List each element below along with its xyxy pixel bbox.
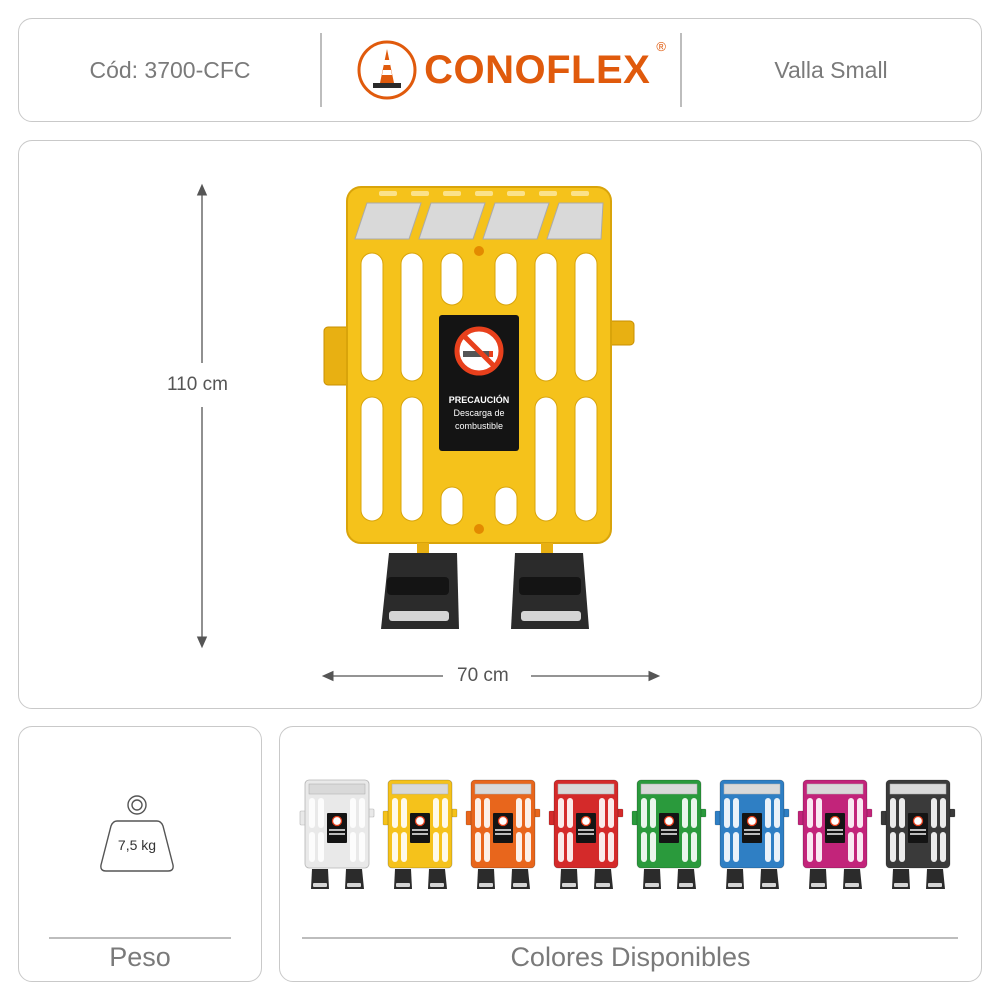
caption-divider	[49, 937, 231, 939]
color-swatch	[714, 779, 790, 889]
no-smoking-icon	[454, 326, 504, 376]
color-swatch	[465, 779, 541, 889]
sign-line-3: combustible	[455, 421, 503, 431]
width-label: 70 cm	[457, 665, 509, 687]
barrier-illustration: PRECAUCIÓN Descarga de combustible	[323, 186, 635, 629]
color-swatch	[299, 779, 375, 889]
colors-caption: Colores Disponibles	[510, 942, 751, 972]
caption-divider	[302, 937, 958, 939]
header-divider	[680, 33, 682, 107]
weight-caption: Peso	[109, 942, 171, 972]
color-swatch	[382, 779, 458, 889]
color-swatch	[548, 779, 624, 889]
product-panel: 110 cm 70 cm	[18, 140, 982, 709]
weight-value: 7,5 kg	[117, 837, 157, 853]
header-panel: Cód: 3700-CFC CONOFLEX ® Valla Small	[18, 18, 982, 122]
dimension-arrows	[196, 183, 661, 682]
registered-mark: ®	[656, 39, 666, 54]
colors-panel: Colores Disponibles	[279, 726, 982, 982]
color-swatch	[631, 779, 707, 889]
color-swatch	[880, 779, 956, 889]
product-name: Valla Small	[774, 56, 888, 83]
product-code: Cód: 3700-CFC	[89, 56, 251, 83]
weight-panel: 7,5 kg Peso	[18, 726, 262, 982]
traffic-cone-icon	[357, 40, 417, 100]
brand-name: CONOFLEX	[424, 47, 651, 92]
weight-icon	[100, 795, 174, 872]
color-swatches	[298, 777, 968, 897]
sign-line-2: Descarga de	[453, 408, 504, 418]
header-divider	[320, 33, 322, 107]
height-label: 110 cm	[167, 374, 228, 396]
color-swatch	[797, 779, 873, 889]
sign-line-1: PRECAUCIÓN	[449, 394, 510, 405]
brand-logo: CONOFLEX ®	[341, 19, 681, 121]
